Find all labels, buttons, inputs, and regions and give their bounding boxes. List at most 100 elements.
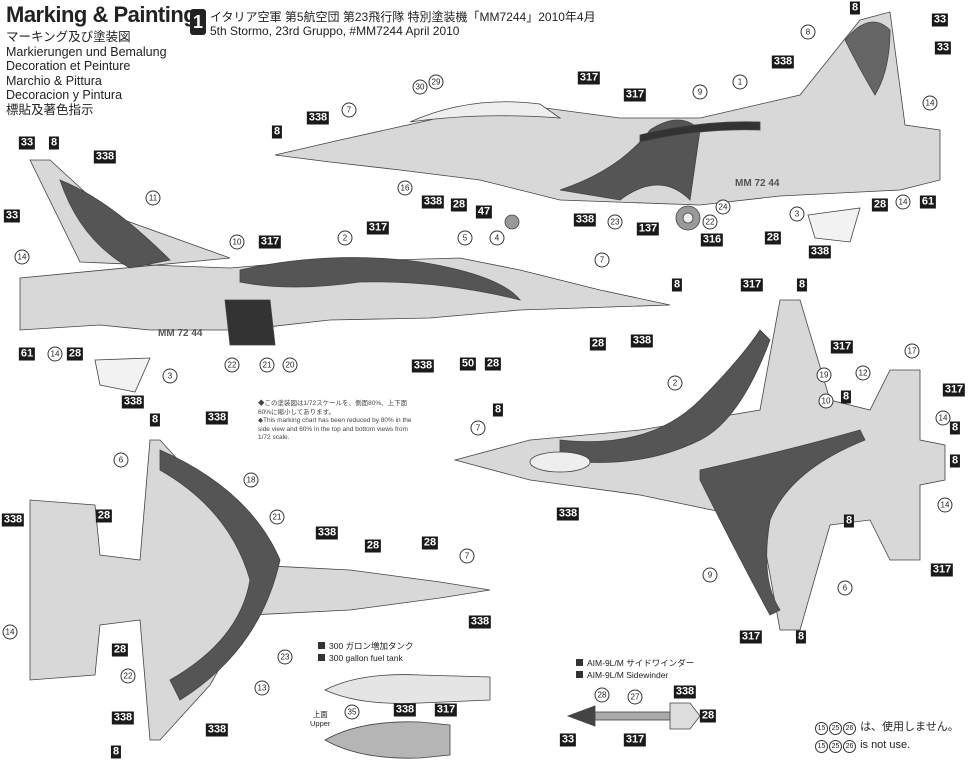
title-fr: Decoration et Peinture bbox=[6, 59, 131, 73]
decal-number-bottom-view: 7 bbox=[470, 420, 486, 436]
title-cn: 標貼及著色指示 bbox=[6, 102, 94, 117]
decal-number-side-right: 7 bbox=[341, 102, 357, 118]
title-es: Decoracion y Pintura bbox=[6, 88, 123, 102]
paint-code-fuel-tank: 317 bbox=[434, 703, 458, 717]
decal-number-side-right: 8 bbox=[800, 24, 816, 40]
paint-code-side-right: 317 bbox=[623, 88, 647, 102]
paint-code-bottom-view: 8 bbox=[843, 514, 855, 528]
paint-code-side-right: 28 bbox=[450, 198, 468, 212]
upper-label-jp: 上面 bbox=[312, 710, 328, 719]
decal-number-bottom-view: 10 bbox=[818, 393, 834, 409]
paint-code-side-left: 33 bbox=[18, 136, 36, 150]
paint-code-top-view: 28 bbox=[421, 536, 439, 550]
decal-number-bottom-view: 9 bbox=[702, 567, 718, 583]
decal-number-bottom-view: 2 bbox=[667, 375, 683, 391]
decal-number-missile: 27 bbox=[627, 689, 643, 705]
decal-number-missile: 28 bbox=[594, 687, 610, 703]
decal-number-side-left: 5 bbox=[457, 230, 473, 246]
paint-code-bottom-view: 8 bbox=[949, 421, 961, 435]
scale-note: ◆この塗装図は1/72スケールを、側面80%、上下面60%に縮小してあります。 … bbox=[258, 400, 418, 443]
scale-note-jp: ◆この塗装図は1/72スケールを、側面80%、上下面60%に縮小してあります。 bbox=[258, 400, 408, 416]
missile-label-jp: AIM-9L/M サイドワインダー bbox=[587, 658, 695, 668]
serial-marking-right-side: MM 72 44 bbox=[735, 178, 780, 189]
paint-code-side-right: 28 bbox=[764, 231, 782, 245]
scale-note-en: ◆This marking chart has been reduced by … bbox=[258, 417, 412, 441]
paint-code-side-right: 338 bbox=[808, 245, 832, 259]
paint-code-side-left: 338 bbox=[93, 150, 117, 164]
paint-code-side-right: 8 bbox=[271, 125, 283, 139]
top-view bbox=[29, 439, 491, 741]
side-view-left bbox=[19, 159, 671, 393]
title-jp: マーキング及び塗装図 bbox=[6, 30, 131, 44]
fuel-tank-legend: 300 ガロン増加タンク 300 gallon fuel tank bbox=[318, 640, 414, 664]
serial-marking-left-side: MM 72 44 bbox=[158, 328, 203, 339]
paint-code-bottom-view: 338 bbox=[556, 507, 580, 521]
decal-number-fuel-tank: 35 bbox=[344, 704, 360, 720]
decal-number-side-right: 24 bbox=[715, 199, 731, 215]
decal-number-side-left: 10 bbox=[229, 234, 245, 250]
paint-code-side-right: 8 bbox=[849, 1, 861, 15]
decal-number-side-right: 23 bbox=[607, 214, 623, 230]
decal-number-top-view: 14 bbox=[2, 624, 18, 640]
decal-number-side-right: 22 bbox=[702, 214, 718, 230]
decal-number-side-left: 22 bbox=[224, 357, 240, 373]
paint-code-side-right: 316 bbox=[700, 233, 724, 247]
paint-code-bottom-view: 317 bbox=[739, 630, 763, 644]
paint-code-top-view: 8 bbox=[149, 413, 161, 427]
paint-code-side-left: 317 bbox=[258, 235, 282, 249]
decal-number-side-left: 21 bbox=[259, 357, 275, 373]
bottom-view bbox=[453, 299, 946, 631]
paint-code-side-left: 338 bbox=[411, 359, 435, 373]
paint-code-side-right: 338 bbox=[306, 111, 330, 125]
paint-code-top-view: 338 bbox=[315, 526, 339, 540]
decal-number-bottom-view: 14 bbox=[937, 497, 953, 513]
missile-drawing bbox=[566, 702, 701, 730]
paint-code-bottom-view: 317 bbox=[830, 340, 854, 354]
paint-code-side-left: 338 bbox=[630, 334, 654, 348]
paint-code-top-view: 338 bbox=[468, 615, 492, 629]
paint-code-side-right: 33 bbox=[934, 41, 952, 55]
upper-label-en: Upper bbox=[310, 719, 331, 728]
decal-number-side-left: 7 bbox=[594, 252, 610, 268]
decal-number-side-right: 29 bbox=[428, 74, 444, 90]
paint-code-top-view: 8 bbox=[110, 745, 122, 759]
paint-code-side-right: 28 bbox=[871, 198, 889, 212]
paint-code-top-view: 338 bbox=[205, 411, 229, 425]
paint-code-side-left: 28 bbox=[66, 347, 84, 361]
decal-number-side-right: 14 bbox=[895, 194, 911, 210]
decal-number-side-right: 3 bbox=[789, 206, 805, 222]
scheme-number-badge: 1 bbox=[190, 9, 206, 35]
paint-code-side-right: 33 bbox=[931, 13, 949, 27]
decal-number-side-left: 4 bbox=[489, 230, 505, 246]
paint-code-side-left: 317 bbox=[366, 221, 390, 235]
page-title: Marking & Painting bbox=[6, 2, 197, 27]
paint-code-top-view: 338 bbox=[205, 723, 229, 737]
scheme-title-jp: イタリア空軍 第5航空団 第23飛行隊 特別塗装機「MM7244」2010年4月 bbox=[210, 10, 596, 24]
title-it: Marchio & Pittura bbox=[6, 73, 102, 88]
paint-code-bottom-view: 8 bbox=[949, 454, 961, 468]
decal-number-side-right: 14 bbox=[922, 95, 938, 111]
decal-26: 26 bbox=[843, 722, 856, 735]
paint-code-side-right: 61 bbox=[919, 195, 937, 209]
decal-number-side-left: 11 bbox=[145, 190, 161, 206]
fuel-tank-drawing bbox=[324, 674, 491, 759]
decal-15: 15 bbox=[815, 740, 828, 753]
paint-code-bottom-view: 317 bbox=[942, 383, 966, 397]
paint-code-missile: 317 bbox=[623, 733, 647, 747]
paint-code-side-left: 8 bbox=[671, 278, 683, 292]
paint-code-bottom-view: 317 bbox=[930, 563, 954, 577]
decal-number-side-right: 16 bbox=[397, 180, 413, 196]
paint-code-top-view: 338 bbox=[111, 711, 135, 725]
decal-26: 26 bbox=[843, 740, 856, 753]
decal-25: 25 bbox=[829, 722, 842, 735]
decal-number-top-view: 7 bbox=[459, 548, 475, 564]
paint-code-missile: 28 bbox=[699, 709, 717, 723]
upper-label: 上面 Upper bbox=[310, 710, 330, 728]
paint-code-side-right: 338 bbox=[573, 213, 597, 227]
scheme-title-en: 5th Stormo, 23rd Gruppo, #MM7244 April 2… bbox=[210, 24, 460, 38]
decal-number-side-left: 14 bbox=[47, 346, 63, 362]
paint-code-side-right: 137 bbox=[636, 222, 660, 236]
